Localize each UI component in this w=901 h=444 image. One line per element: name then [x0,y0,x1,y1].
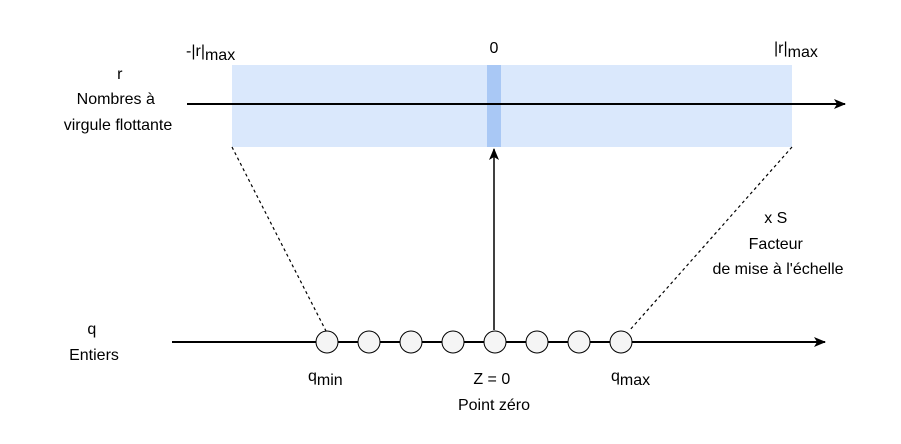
scale-factor-label: x S Facteur de mise à l'échelle [712,210,843,278]
float-zero-label: 0 [490,40,499,57]
integer-point [483,330,507,354]
integer-point [567,330,591,354]
pos-max-label: |r|max [774,40,818,61]
integer-point [525,330,549,354]
integer-point [441,330,465,354]
zero-point-label: Z = 0 Point zéro [458,371,530,414]
float-range-band [232,65,792,147]
integer-point [399,330,423,354]
float-axis-label: r Nombres à virgule flottante [64,66,173,134]
integer-axis-label: q Entiers [69,321,119,364]
qmax-label: qmax [611,368,650,389]
integer-point [357,330,381,354]
qmin-label: qmin [308,368,343,389]
integer-points [315,330,633,354]
qmax-projection-line [628,146,793,332]
integer-point [609,330,633,354]
integer-point [315,330,339,354]
neg-max-label: -|r|max [186,43,235,64]
qmin-projection-line [231,146,327,332]
zero-point-band [487,65,501,147]
